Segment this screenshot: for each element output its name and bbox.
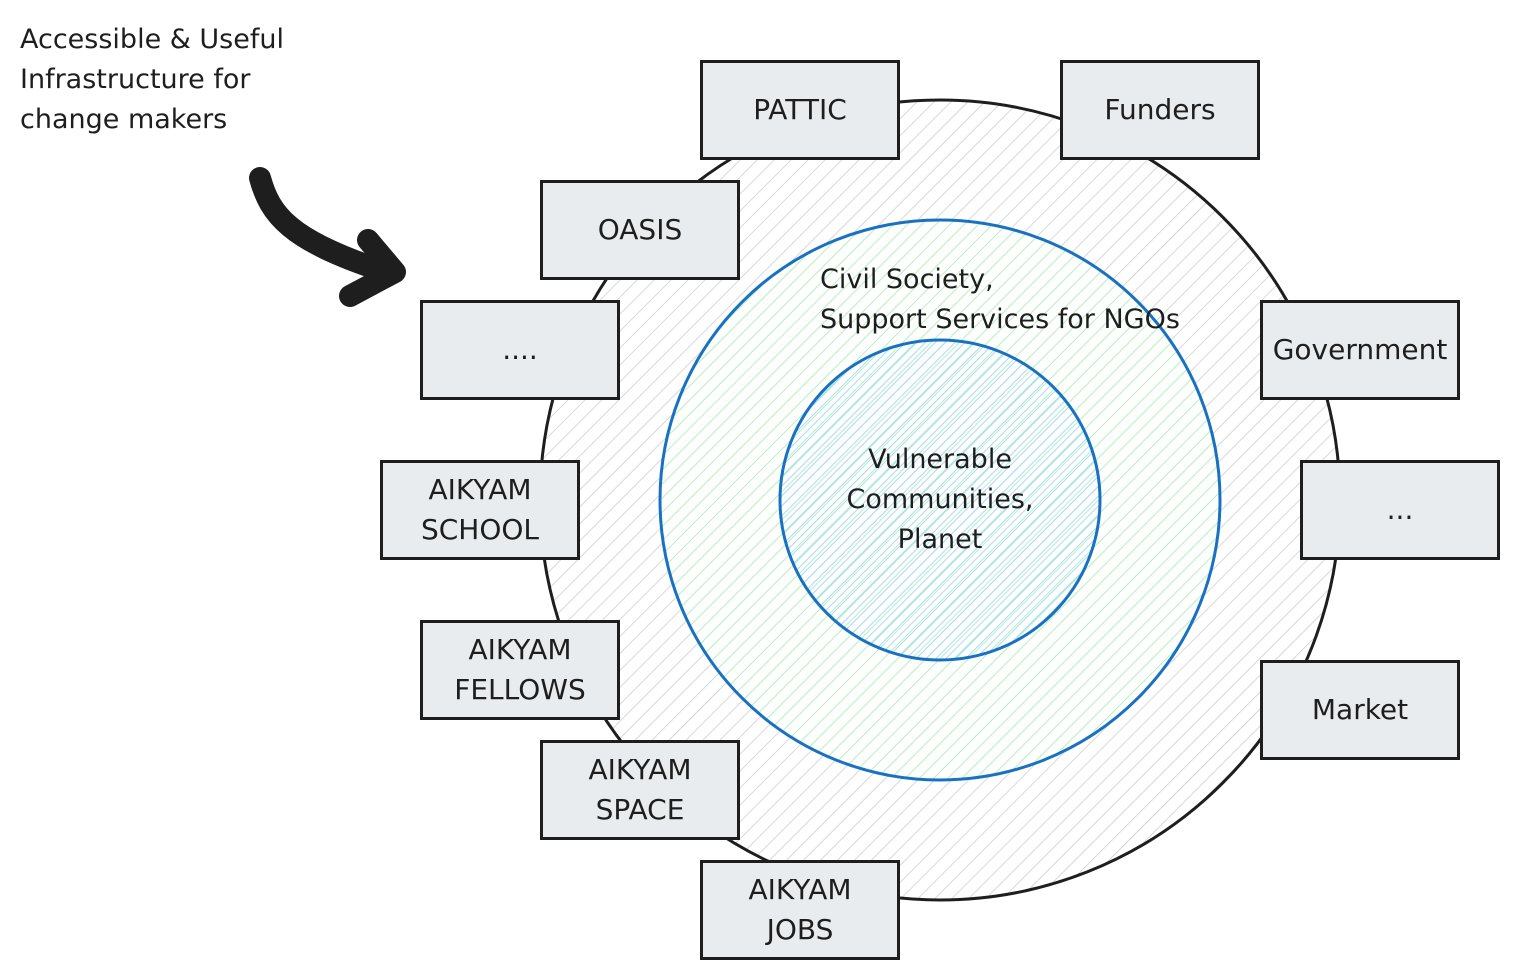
funders-box: Funders: [1060, 60, 1260, 160]
government-box: Government: [1260, 300, 1460, 400]
aikyam-space-box: AIKYAM SPACE: [540, 740, 740, 840]
market-box: Market: [1260, 660, 1460, 760]
curved-arrow-icon: [249, 167, 391, 281]
aikyam-fellows-box: AIKYAM FELLOWS: [420, 620, 620, 720]
left-ellipsis-box: ....: [420, 300, 620, 400]
annotation-text: Accessible & Useful Infrastructure for c…: [20, 24, 284, 135]
right-ellipsis-box: ...: [1300, 460, 1500, 560]
aikyam-school-box: AIKYAM SCHOOL: [380, 460, 580, 560]
civil-society-label: Civil Society, Support Services for NGOs: [820, 264, 1180, 335]
aikyam-jobs-box: AIKYAM JOBS: [700, 860, 900, 960]
arrow-head-icon: [339, 229, 406, 307]
oasis-box: OASIS: [540, 180, 740, 280]
vulnerable-communities-label: Vulnerable Communities, Planet: [846, 444, 1034, 555]
pattic-box: PATTIC: [700, 60, 900, 160]
inner-ring: [778, 338, 1102, 662]
